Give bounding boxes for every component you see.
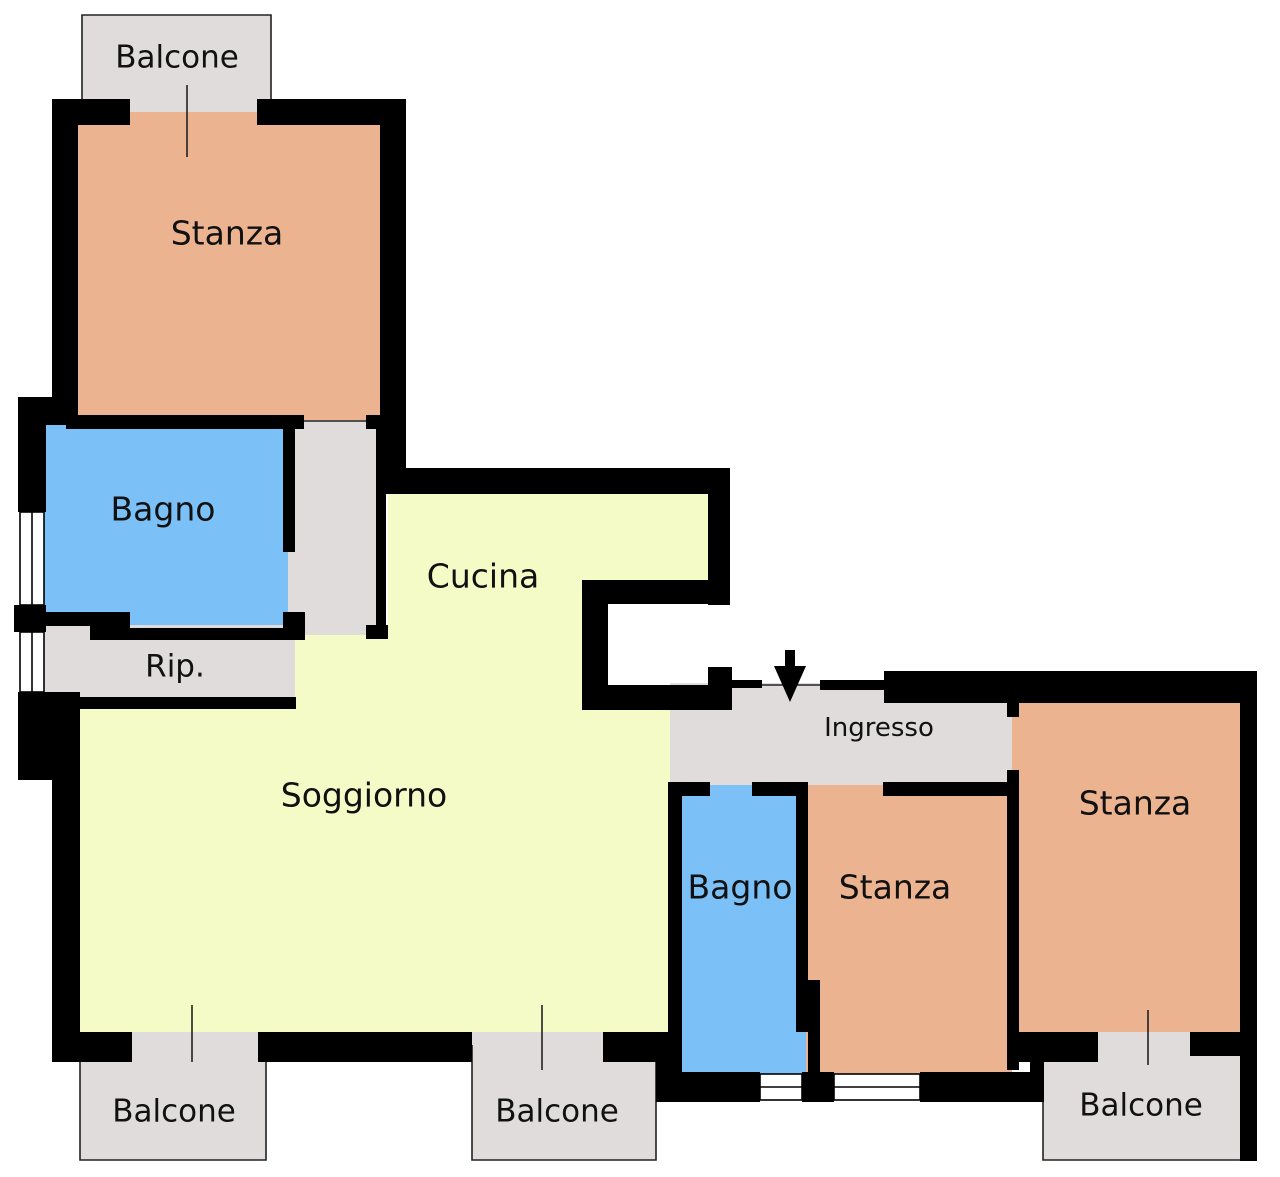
stanza-top-area: [66, 112, 393, 424]
label-bagno-right: Bagno: [687, 867, 793, 907]
room-fills: [32, 15, 1248, 1160]
bagno-left-area: [32, 420, 294, 632]
corridor-area: [288, 420, 386, 635]
label-stanza-mid: Stanza: [838, 867, 952, 907]
stanza-right-area: [1012, 690, 1248, 1045]
windows: [19, 511, 921, 1101]
walls: [14, 99, 1257, 1161]
stanza-mid-area: [806, 785, 1012, 1075]
label-balcone-bl: Balcone: [112, 1093, 236, 1130]
arrow-down-icon: [774, 650, 806, 702]
label-soggiorno: Soggiorno: [280, 775, 448, 815]
label-balcone-br: Balcone: [1079, 1087, 1203, 1124]
bagno-right-area: [676, 785, 810, 1075]
label-balcone-top: Balcone: [115, 39, 239, 76]
label-stanza-right: Stanza: [1078, 783, 1192, 823]
label-rip: Rip.: [145, 648, 205, 685]
label-cucina: Cucina: [426, 556, 540, 596]
ingresso-area: [670, 683, 1012, 788]
label-stanza-top: Stanza: [170, 213, 284, 253]
label-balcone-bm: Balcone: [495, 1093, 619, 1130]
label-ingresso: Ingresso: [824, 713, 934, 743]
cucina-soggiorno-area: [66, 480, 718, 1045]
label-bagno-left: Bagno: [110, 489, 216, 529]
